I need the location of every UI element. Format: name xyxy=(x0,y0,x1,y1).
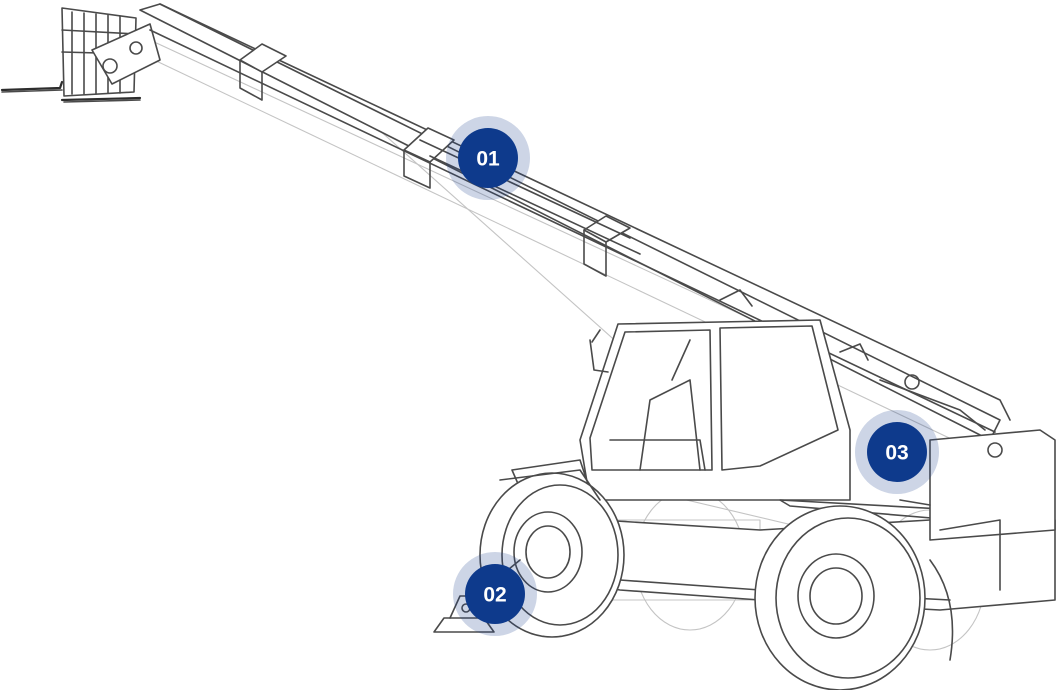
fork-carriage xyxy=(0,7,161,103)
hotspot-02[interactable]: 02 xyxy=(453,552,537,636)
hotspot-core xyxy=(458,128,518,188)
hotspot-label: 01 xyxy=(476,148,500,171)
cab xyxy=(579,319,851,501)
hotspot-core xyxy=(867,422,927,482)
hotspot-03[interactable]: 03 xyxy=(855,410,939,494)
rear-wheel xyxy=(754,505,954,690)
telescopic-boom xyxy=(139,3,1011,441)
hotspot-core xyxy=(465,564,525,624)
hotspot-01[interactable]: 01 xyxy=(446,116,530,200)
hotspot-label: 02 xyxy=(483,584,506,607)
hotspot-label: 03 xyxy=(885,442,908,465)
